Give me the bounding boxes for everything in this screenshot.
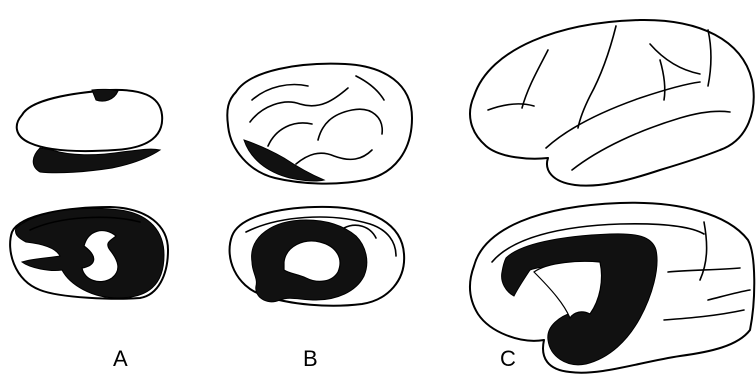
panel-label-a: A (113, 346, 128, 372)
panel-label-b: B (303, 346, 318, 372)
panel-c-lateral-view (470, 20, 754, 186)
panel-a-lateral-outline (17, 90, 162, 151)
panel-a-medial-view (10, 207, 168, 299)
panel-a-lateral-view (17, 89, 162, 172)
panel-label-c: C (500, 346, 516, 372)
panel-b-medial-view (230, 207, 405, 306)
panel-b-lateral-view (227, 64, 412, 184)
panel-b-lateral-outline (227, 64, 412, 184)
